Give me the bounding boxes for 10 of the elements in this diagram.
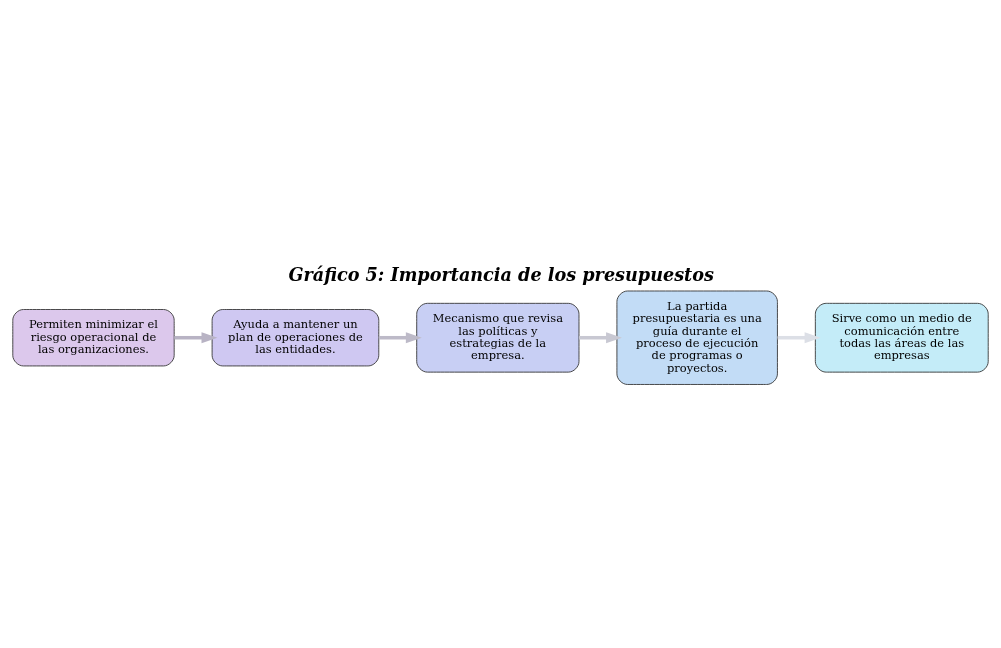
node-box: Permiten minimizar el riesgo operacional de las organizaciones. <box>12 308 175 366</box>
arrow <box>378 331 422 343</box>
node-box: Ayuda a mantener un plan de operaciones de las entidades. <box>211 308 380 366</box>
node-box: Sirve como un medio de comunicación entre todas las áreas de las empresas <box>814 302 989 373</box>
diagram-title: Gráfico 5: Importancia de los presupuestos <box>288 263 714 285</box>
arrow <box>579 331 622 343</box>
arrow <box>777 331 821 343</box>
node-box: La partida presupuestaria es una guía durante el proceso de ejecución de programas o proyectos. <box>616 290 778 385</box>
node-box: Mecanismo que revisa las políticas y estrategias de la empresa. <box>416 302 580 373</box>
arrow <box>174 331 218 343</box>
